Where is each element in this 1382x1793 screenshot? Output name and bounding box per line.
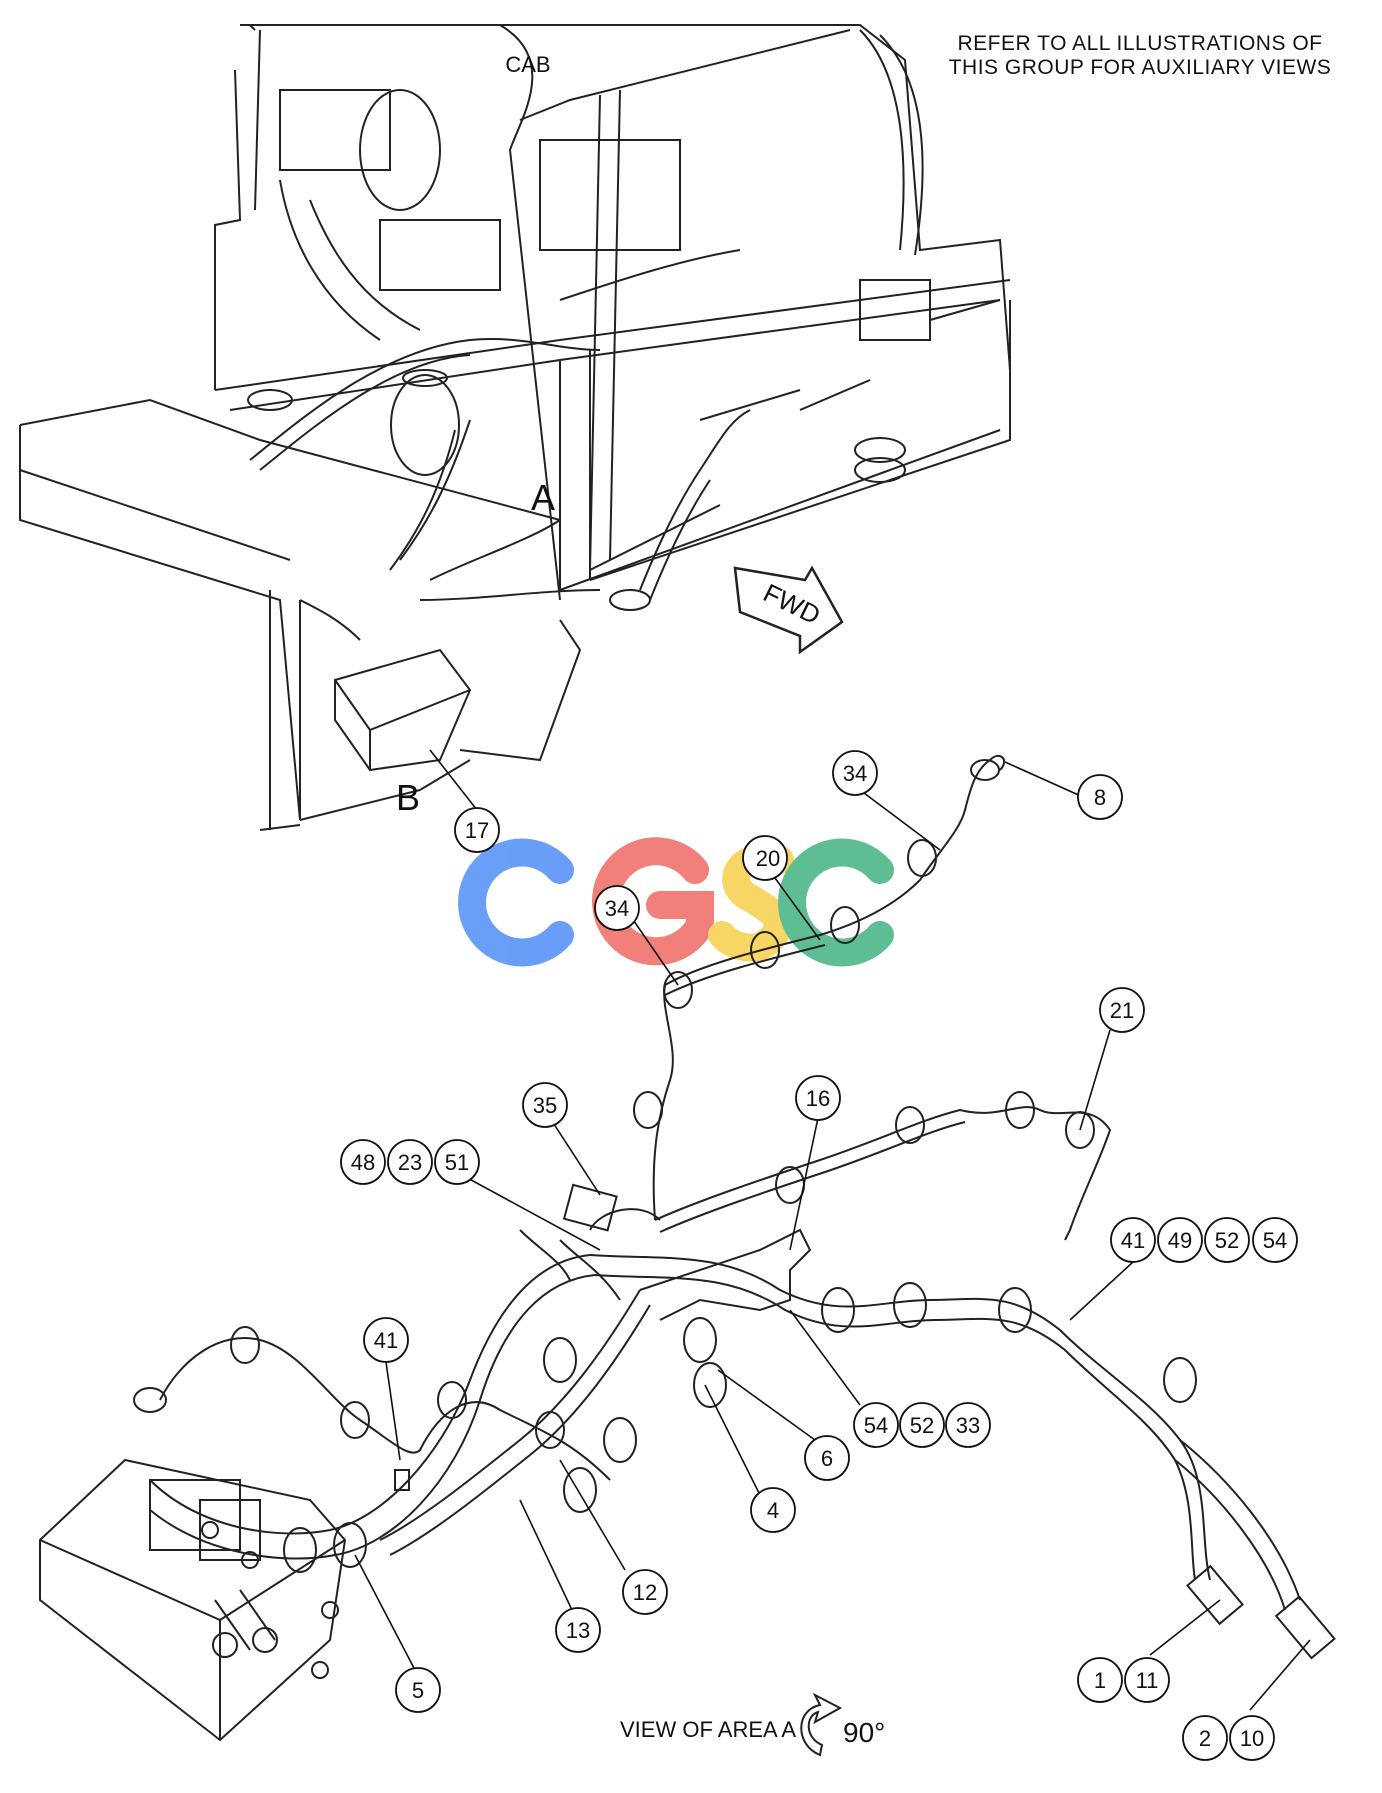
callouts: 17 34 8 20 34 21 35 16 48 23 51 41 49 52…: [340, 750, 1298, 1761]
callout-33: 33: [945, 1402, 991, 1448]
callout-16: 16: [795, 1075, 841, 1121]
svg-text:51: 51: [445, 1150, 469, 1175]
machine-frame-illustration: [19, 24, 1011, 831]
callout-49: 49: [1157, 1217, 1203, 1263]
svg-text:21: 21: [1110, 998, 1134, 1023]
reference-note-line-2: THIS GROUP FOR AUXILIARY VIEWS: [948, 56, 1332, 79]
callout-6: 6: [804, 1435, 850, 1481]
svg-text:13: 13: [566, 1618, 590, 1643]
svg-text:4: 4: [767, 1498, 779, 1523]
callout-52-right: 52: [1204, 1217, 1250, 1263]
callout-20: 20: [742, 835, 788, 881]
callout-23: 23: [387, 1139, 433, 1185]
svg-text:1: 1: [1094, 1668, 1106, 1693]
callout-21: 21: [1099, 987, 1145, 1033]
svg-text:8: 8: [1094, 785, 1106, 810]
callout-34-lower: 34: [594, 885, 640, 931]
rotate-90-icon: [800, 1692, 843, 1757]
svg-text:20: 20: [756, 846, 780, 871]
svg-text:35: 35: [533, 1093, 557, 1118]
callout-8: 8: [1077, 774, 1123, 820]
area-a-label: A: [531, 477, 555, 518]
svg-text:5: 5: [412, 1678, 424, 1703]
callout-54-mid: 54: [853, 1402, 899, 1448]
svg-text:52: 52: [1215, 1228, 1239, 1253]
callout-48: 48: [340, 1139, 386, 1185]
svg-text:2: 2: [1199, 1726, 1211, 1751]
callout-41-right: 41: [1110, 1217, 1156, 1263]
reference-note-line-1: REFER TO ALL ILLUSTRATIONS OF: [957, 32, 1323, 55]
callout-34-upper: 34: [832, 750, 878, 796]
cab-label: CAB: [505, 52, 550, 77]
callout-1: 1: [1077, 1657, 1123, 1703]
callout-4: 4: [750, 1487, 796, 1533]
rotation-label: 90°: [843, 1717, 885, 1748]
area-b-label: B: [396, 777, 420, 818]
callout-10: 10: [1229, 1715, 1275, 1761]
callout-11: 11: [1124, 1657, 1170, 1703]
svg-text:52: 52: [910, 1413, 934, 1438]
svg-text:34: 34: [605, 896, 629, 921]
callout-54-right: 54: [1252, 1217, 1298, 1263]
callout-35: 35: [522, 1082, 568, 1128]
svg-text:54: 54: [864, 1413, 888, 1438]
svg-text:49: 49: [1168, 1228, 1192, 1253]
svg-text:34: 34: [843, 761, 867, 786]
svg-text:12: 12: [633, 1580, 657, 1605]
callout-12: 12: [622, 1569, 668, 1615]
callout-2: 2: [1182, 1715, 1228, 1761]
callout-51: 51: [434, 1139, 480, 1185]
callout-5: 5: [395, 1667, 441, 1713]
svg-text:41: 41: [374, 1328, 398, 1353]
callout-41-left: 41: [363, 1317, 409, 1363]
svg-text:41: 41: [1121, 1228, 1145, 1253]
svg-text:10: 10: [1240, 1726, 1264, 1751]
view-caption: VIEW OF AREA A: [620, 1717, 796, 1742]
svg-text:17: 17: [465, 818, 489, 843]
svg-text:23: 23: [398, 1150, 422, 1175]
callout-17: 17: [454, 807, 500, 853]
callout-13: 13: [555, 1607, 601, 1653]
callout-52-mid: 52: [899, 1402, 945, 1448]
svg-text:16: 16: [806, 1086, 830, 1111]
svg-text:54: 54: [1263, 1228, 1287, 1253]
harness-illustration: [39, 754, 1336, 1742]
svg-text:6: 6: [821, 1446, 833, 1471]
reference-note: REFER TO ALL ILLUSTRATIONS OF THIS GROUP…: [930, 32, 1350, 80]
svg-text:33: 33: [956, 1413, 980, 1438]
forward-arrow-icon: FWD: [733, 565, 844, 655]
svg-text:11: 11: [1136, 1668, 1159, 1693]
svg-text:48: 48: [351, 1150, 375, 1175]
